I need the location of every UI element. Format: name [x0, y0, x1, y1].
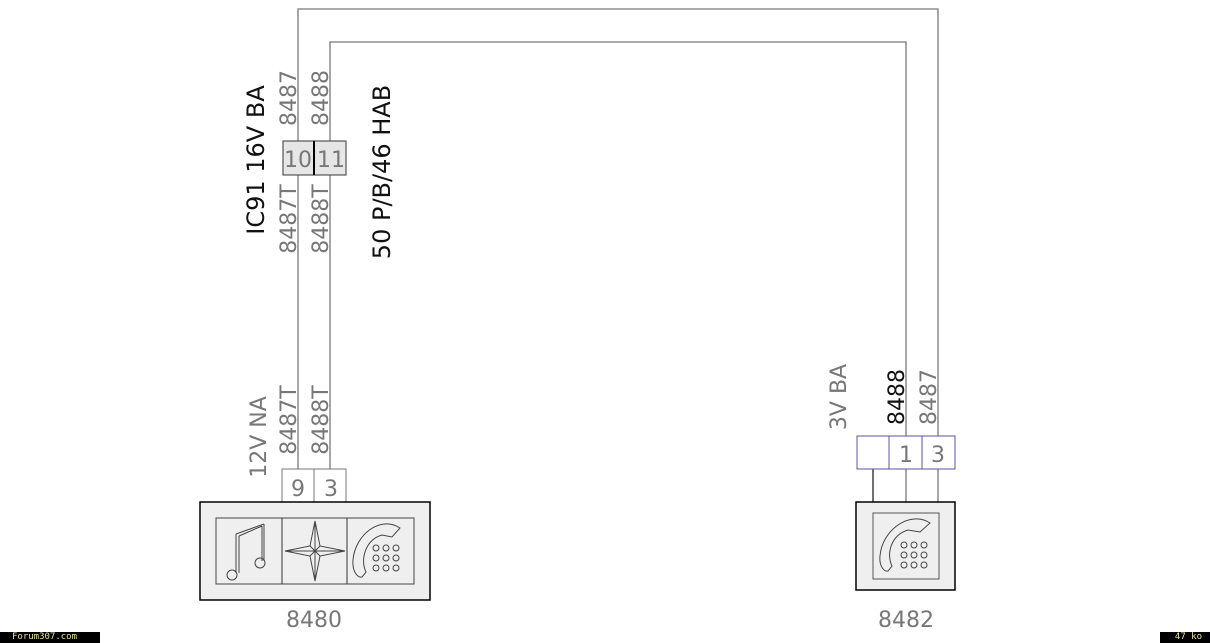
connector-8482-label: 3V BA — [827, 364, 852, 430]
component-8482-label: 8482 — [878, 608, 934, 633]
pin-9: 9 — [291, 477, 305, 502]
pin-3-right: 3 — [931, 443, 945, 468]
component-8480-label: 8480 — [286, 608, 342, 633]
compass-star-icon — [284, 520, 346, 582]
wire-label-8488T-lower: 8488T — [309, 385, 334, 455]
wire-label-8488: 8488 — [309, 70, 334, 126]
site-watermark: Forum307.com — [0, 632, 100, 643]
connector-8482[interactable]: 1 3 — [856, 435, 956, 470]
telephone-keypad-icon — [352, 523, 401, 578]
pin-3: 3 — [324, 477, 338, 502]
pin-1: 1 — [899, 443, 913, 468]
wires — [297, 8, 939, 502]
music-note-icon — [226, 523, 266, 581]
connector-8480[interactable]: 9 3 — [281, 468, 347, 503]
connector-8480-label: 12V NA — [247, 396, 272, 478]
component-8480[interactable] — [199, 501, 431, 601]
wire-label-8488-right: 8488 — [885, 369, 910, 425]
wire-label-8488T: 8488T — [309, 184, 334, 254]
component-8482[interactable] — [855, 501, 956, 591]
ic91-label: IC91 16V BA — [242, 85, 270, 235]
telephone-keypad-icon — [879, 518, 931, 572]
harness-label: 50 P/B/46 HAB — [368, 85, 396, 259]
pin-10: 10 — [284, 148, 312, 173]
pin-11: 11 — [317, 148, 345, 173]
wire-label-8487-right: 8487 — [917, 369, 942, 425]
file-size-label: 47 ko — [1160, 632, 1210, 643]
wire-label-8487T-lower: 8487T — [277, 385, 302, 455]
wire-label-8487: 8487 — [277, 70, 302, 126]
wire-8488 — [329, 41, 907, 469]
connector-ic91[interactable]: 10 11 — [282, 140, 347, 176]
wire-8487 — [297, 8, 939, 469]
wire-label-8487T: 8487T — [277, 184, 302, 254]
